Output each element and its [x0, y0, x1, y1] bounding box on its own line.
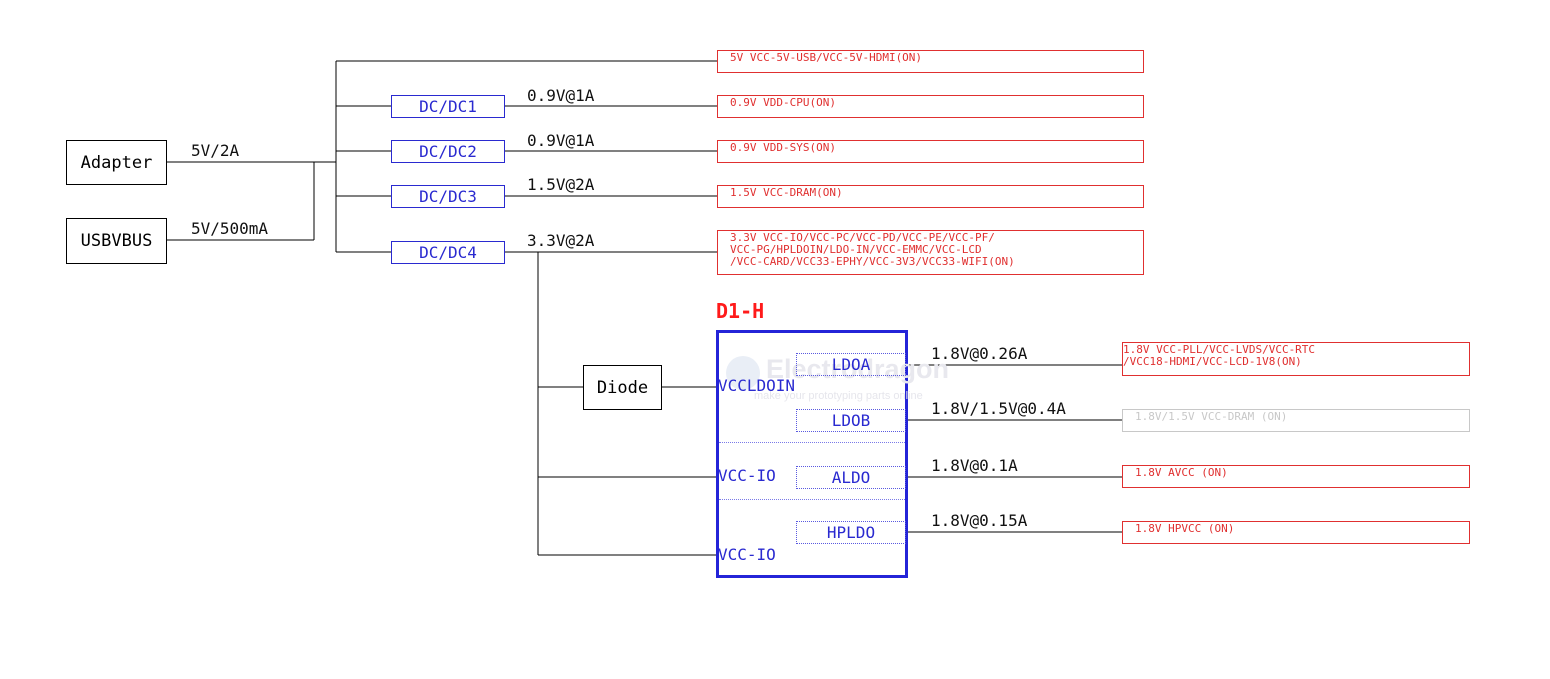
dcdc1-box: DC/DC1	[391, 95, 505, 118]
rail-ldoa: 1.8V VCC-PLL/VCC-LVDS/VCC-RTC /VCC18-HDM…	[1122, 342, 1470, 376]
aldo-label: ALDO	[831, 468, 871, 487]
aldo-block: ALDO	[796, 466, 906, 489]
pin-vccldoin: VCCLDOIN	[718, 376, 796, 395]
dcdc3-label: DC/DC3	[419, 187, 477, 206]
rail-vcc-dram: 1.5V VCC-DRAM(ON)	[717, 185, 1144, 208]
rail-5v-usb-hdmi: 5V VCC-5V-USB/VCC-5V-HDMI(ON)	[717, 50, 1144, 73]
rail-3v3-line-3: /VCC-CARD/VCC33-EPHY/VCC-3V3/VCC33-WIFI(…	[730, 255, 1015, 268]
rail-hpldo: 1.8V HPVCC (ON)	[1122, 521, 1470, 544]
dcdc2-box: DC/DC2	[391, 140, 505, 163]
ldob-block: LDOB	[796, 409, 906, 432]
usbvbus-box: USBVBUS	[66, 218, 167, 264]
dcdc1-label: DC/DC1	[419, 97, 477, 116]
chip-title: D1-H	[716, 299, 765, 323]
rail-3v3-line-1: 3.3V VCC-IO/VCC-PC/VCC-PD/VCC-PE/VCC-PF/	[730, 231, 995, 244]
ldoa-output: 1.8V@0.26A	[931, 344, 1028, 363]
rail-ldob: 1.8V/1.5V VCC-DRAM (ON)	[1122, 409, 1470, 432]
rail-aldo-line-1: 1.8V AVCC (ON)	[1135, 466, 1228, 479]
pin-vcc-io-1: VCC-IO	[718, 466, 776, 485]
dcdc3-output: 1.5V@2A	[527, 175, 595, 194]
dcdc3-box: DC/DC3	[391, 185, 505, 208]
adapter-box: Adapter	[66, 140, 167, 185]
rail-vdd-sys: 0.9V VDD-SYS(ON)	[717, 140, 1144, 163]
diode-label: Diode	[596, 377, 649, 398]
dcdc2-label: DC/DC2	[419, 142, 477, 161]
aldo-output: 1.8V@0.1A	[931, 456, 1018, 475]
rail-ldoa-line-2: /VCC18-HDMI/VCC-LCD-1V8(ON)	[1123, 355, 1302, 368]
rail-hpldo-line-1: 1.8V HPVCC (ON)	[1135, 522, 1235, 535]
ldoa-block: LDOA	[796, 353, 906, 376]
chip-divider-2	[719, 499, 905, 500]
dcdc4-output: 3.3V@2A	[527, 231, 595, 250]
dcdc1-output: 0.9V@1A	[527, 86, 595, 105]
usbvbus-label: USBVBUS	[80, 231, 153, 251]
ldob-output: 1.8V/1.5V@0.4A	[931, 399, 1066, 418]
rail-3v3-io: 3.3V VCC-IO/VCC-PC/VCC-PD/VCC-PE/VCC-PF/…	[717, 230, 1144, 275]
pin-vcc-io-2: VCC-IO	[718, 545, 776, 564]
rail-ldoa-line-1: 1.8V VCC-PLL/VCC-LVDS/VCC-RTC	[1123, 343, 1316, 356]
hpldo-block: HPLDO	[796, 521, 906, 544]
dcdc2-output: 0.9V@1A	[527, 131, 595, 150]
rail-ldob-line-1: 1.8V/1.5V VCC-DRAM (ON)	[1135, 410, 1288, 423]
usbvbus-rating: 5V/500mA	[191, 219, 269, 238]
watermark-tagline: make your prototyping parts online	[754, 390, 923, 402]
adapter-label: Adapter	[80, 152, 153, 173]
watermark-logo-icon	[726, 356, 760, 390]
dcdc4-box: DC/DC4	[391, 241, 505, 264]
hpldo-label: HPLDO	[826, 523, 876, 542]
adapter-rating: 5V/2A	[191, 141, 240, 160]
rail-3v3-line-2: VCC-PG/HPLDOIN/LDO-IN/VCC-EMMC/VCC-LCD	[730, 243, 982, 256]
hpldo-output: 1.8V@0.15A	[931, 511, 1028, 530]
chip-divider-1	[719, 442, 905, 443]
rail-vdd-cpu: 0.9V VDD-CPU(ON)	[717, 95, 1144, 118]
ldoa-label: LDOA	[831, 355, 871, 374]
diode-box: Diode	[583, 365, 662, 410]
ldob-label: LDOB	[831, 411, 871, 430]
dcdc4-label: DC/DC4	[419, 243, 477, 262]
rail-aldo: 1.8V AVCC (ON)	[1122, 465, 1470, 488]
